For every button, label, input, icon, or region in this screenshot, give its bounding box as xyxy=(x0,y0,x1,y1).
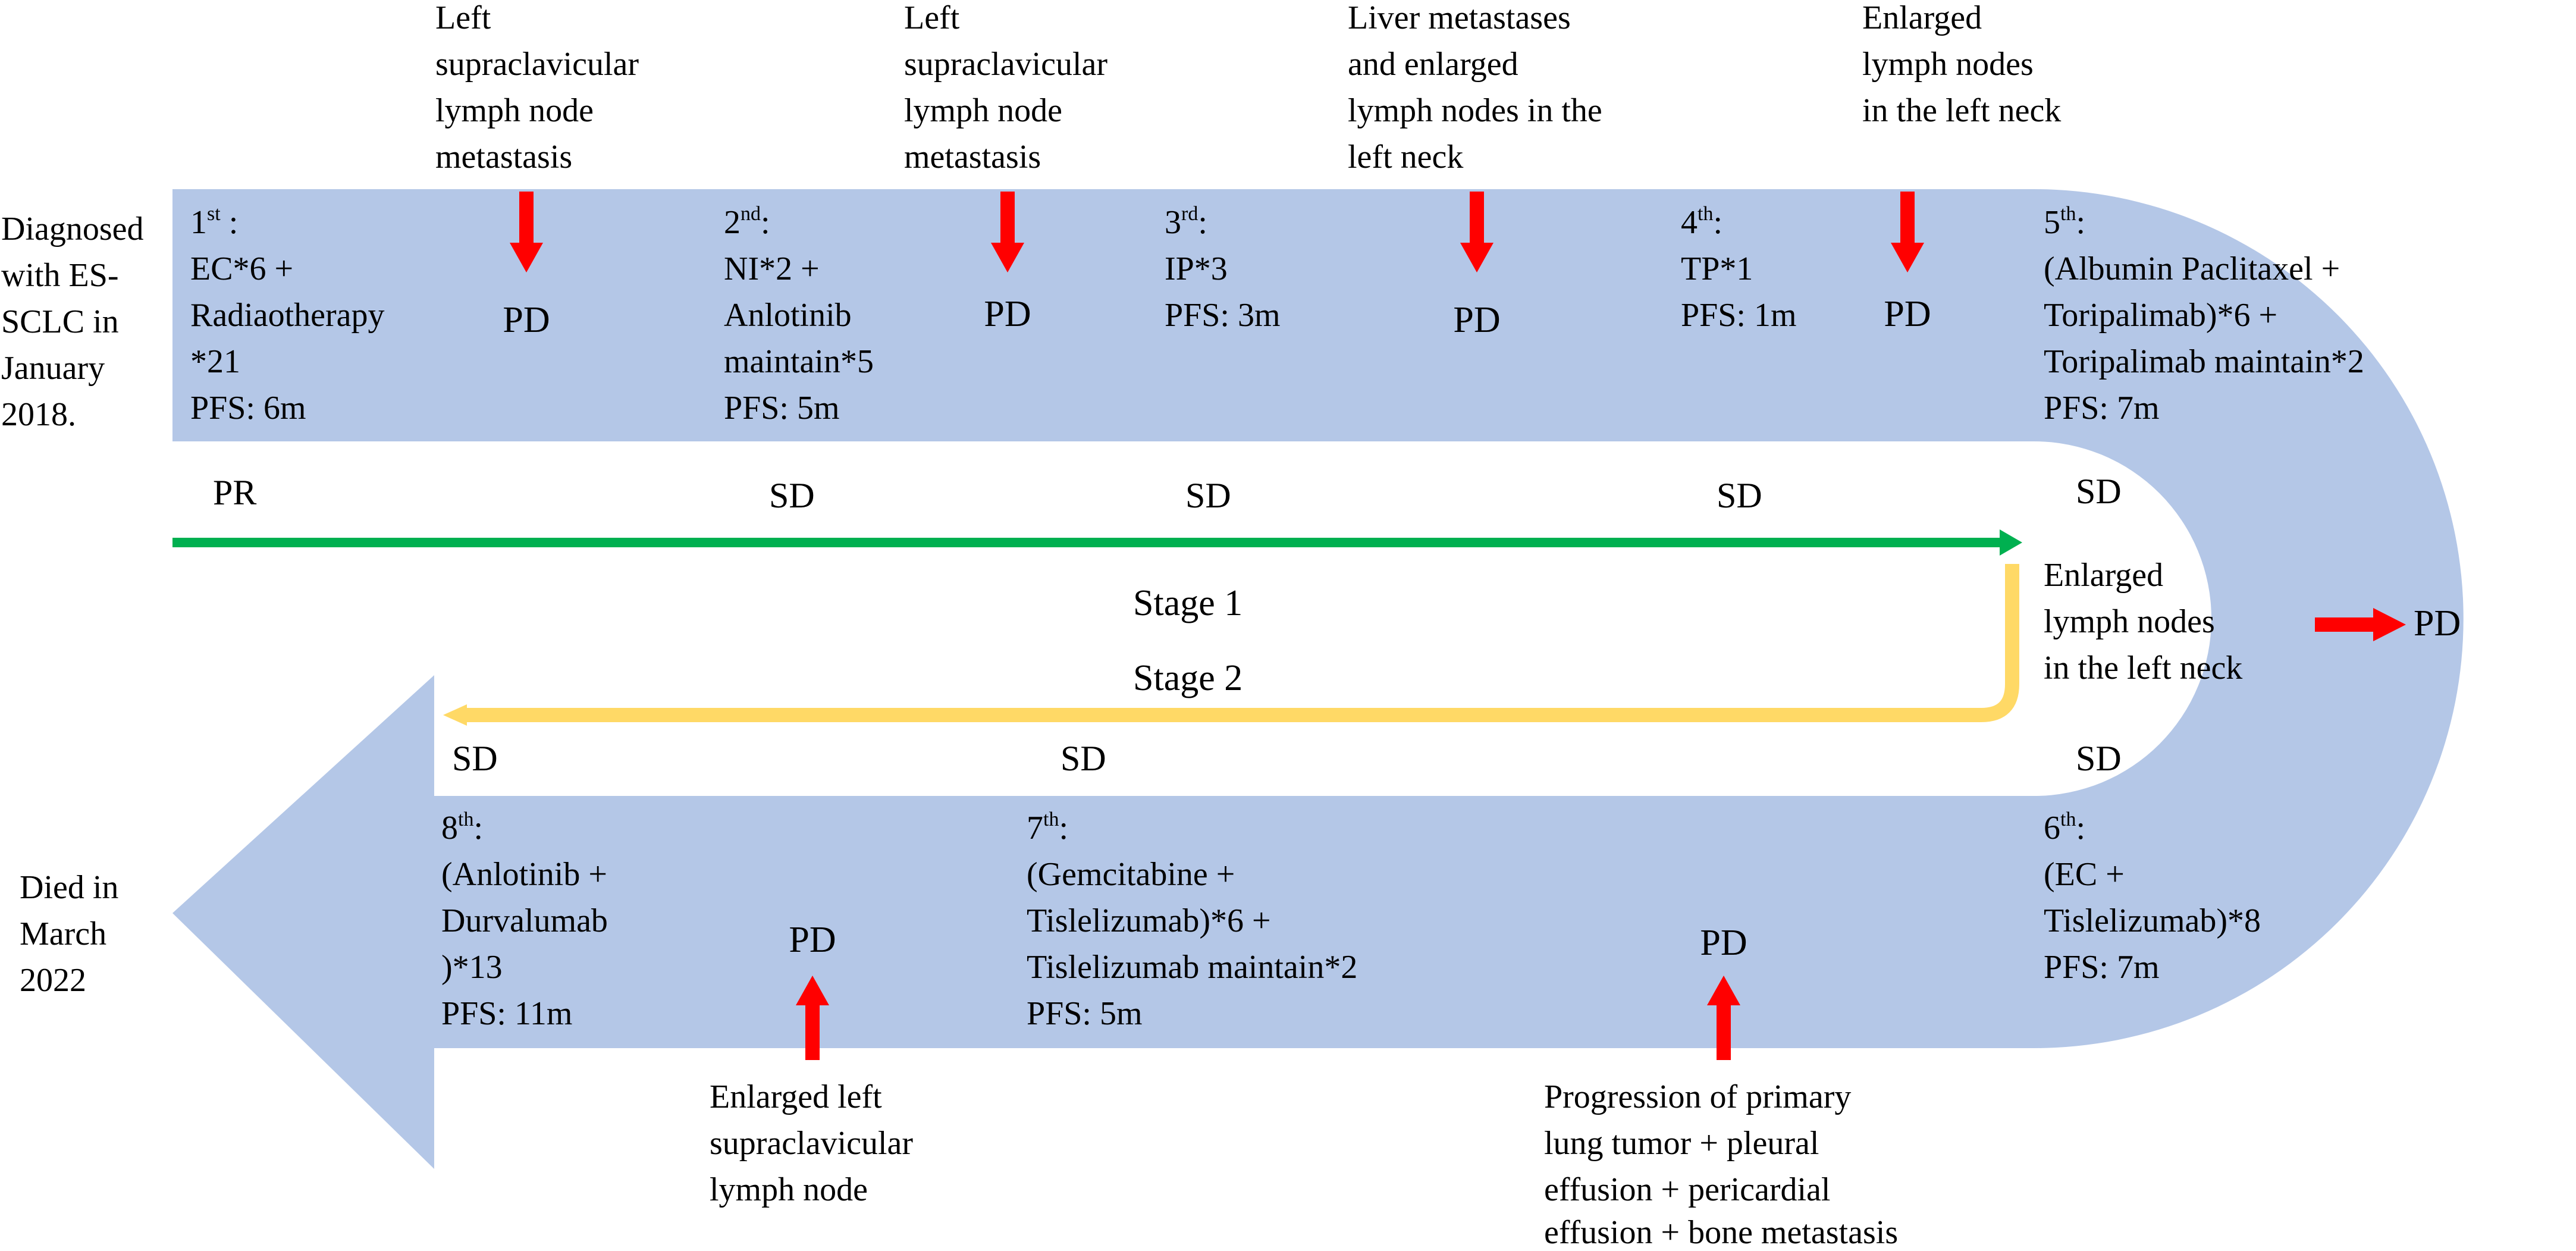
pd-label: PD xyxy=(1884,294,1931,334)
line-heading: 8th: xyxy=(441,808,483,846)
progression-1: Left supraclavicular lymph node metastas… xyxy=(435,0,647,340)
stage2-arrow xyxy=(461,564,2019,722)
start-label-line: 2018. xyxy=(1,396,76,433)
pd-down-arrow xyxy=(1891,192,1924,272)
progression-reason: Enlarged lymph nodes in the left neck xyxy=(2044,557,2242,686)
line-heading: 1st : xyxy=(190,203,238,241)
line-details: IP*3 PFS: 3m xyxy=(1165,250,1281,334)
response-label: SD xyxy=(1185,476,1231,515)
response-label: SD xyxy=(2076,739,2122,778)
line-details: (Gemcitabine + Tislelizumab)*6 + Tisleli… xyxy=(1027,856,1366,1032)
progression-reason: Enlarged left supraclavicular lymph node xyxy=(710,1078,921,1208)
progression-reason: Enlarged lymph nodes in the left neck xyxy=(1862,0,2061,129)
end-label-line: 2022 xyxy=(20,962,86,999)
pd-label: PD xyxy=(503,300,550,340)
pd-right-arrow xyxy=(2315,608,2406,641)
stage-label: Stage 2 xyxy=(1133,658,1242,698)
line-heading: 6th: xyxy=(2044,808,2085,846)
start-label-line: January xyxy=(1,350,105,387)
pd-label: PD xyxy=(789,920,836,960)
treatment-line-1: 1st : EC*6 + Radiaotherapy *21 PFS: 6m xyxy=(190,203,393,427)
progression-reason: Liver metastases and enlarged lymph node… xyxy=(1348,0,1611,175)
line-details: (Anlotinib + Durvalumab )*13 PFS: 11m xyxy=(441,856,616,1032)
pd-label: PD xyxy=(2414,603,2461,644)
stage1-arrowhead xyxy=(2000,529,2022,556)
pd-down-arrow xyxy=(1460,192,1493,272)
end-label: Died in March 2022 xyxy=(20,869,127,999)
progression-3: Liver metastases and enlarged lymph node… xyxy=(1348,0,1611,340)
pd-label: PD xyxy=(984,294,1031,334)
start-label-line: SCLC in xyxy=(1,303,119,340)
progression-4: Enlarged lymph nodes in the left neck PD xyxy=(1862,0,2061,334)
response-label: SD xyxy=(1717,476,1762,515)
pd-up-arrow xyxy=(1707,976,1740,1060)
treatment-band xyxy=(172,189,2464,1169)
response-label: SD xyxy=(769,476,815,515)
line-details: TP*1 PFS: 1m xyxy=(1681,250,1797,334)
treatment-line-3: 3rd: IP*3 PFS: 3m xyxy=(1165,203,1281,334)
progression-2: Left supraclavicular lymph node metastas… xyxy=(904,0,1116,334)
line-details: NI*2 + Anlotinib maintain*5 PFS: 5m xyxy=(724,250,882,427)
response-label: SD xyxy=(452,739,498,778)
progression-6: PD Progression of primary lung tumor + p… xyxy=(1544,923,1898,1251)
pd-label: PD xyxy=(1700,923,1747,963)
treatment-line-7: 7th: (Gemcitabine + Tislelizumab)*6 + Ti… xyxy=(1027,808,1366,1032)
pd-up-arrow xyxy=(796,976,829,1060)
progression-reason: Left supraclavicular lymph node metastas… xyxy=(435,0,647,175)
treatment-line-2: 2nd: NI*2 + Anlotinib maintain*5 PFS: 5m xyxy=(724,203,882,427)
line-details: (EC + Tislelizumab)*8 PFS: 7m xyxy=(2044,856,2269,986)
treatment-line-4: 4th: TP*1 PFS: 1m xyxy=(1681,203,1797,334)
line-heading: 4th: xyxy=(1681,203,1722,241)
start-label-line: with ES- xyxy=(1,257,119,294)
response-label: PR xyxy=(213,473,256,512)
treatment-line-5: 5th: (Albumin Paclitaxel + Toripalimab)*… xyxy=(2044,203,2373,427)
end-label-line: March xyxy=(20,915,106,952)
end-label-line: Died in xyxy=(20,869,118,906)
pd-down-arrow xyxy=(510,192,543,272)
response-label: SD xyxy=(1060,739,1106,778)
pd-down-arrow xyxy=(991,192,1024,272)
treatment-line-8: 8th: (Anlotinib + Durvalumab )*13 PFS: 1… xyxy=(441,808,616,1032)
line-details: (Albumin Paclitaxel + Toripalimab)*6 + T… xyxy=(2044,250,2373,427)
line-details: EC*6 + Radiaotherapy *21 PFS: 6m xyxy=(190,250,393,427)
line-heading: 7th: xyxy=(1027,808,1068,846)
treatment-line-6: 6th: (EC + Tislelizumab)*8 PFS: 7m xyxy=(2044,808,2269,986)
progression-5: Enlarged lymph nodes in the left neck PD xyxy=(2044,557,2461,686)
pd-label: PD xyxy=(1453,300,1500,340)
start-label-line: Diagnosed xyxy=(1,211,144,247)
progression-7: PD Enlarged left supraclavicular lymph n… xyxy=(710,920,921,1208)
line-heading: 3rd: xyxy=(1165,203,1207,241)
progression-reason: Progression of primary lung tumor + pleu… xyxy=(1544,1078,1898,1248)
stage-label: Stage 1 xyxy=(1133,583,1242,623)
stage2-arrowhead xyxy=(443,704,467,726)
line-heading: 2nd: xyxy=(724,203,770,241)
response-label: SD xyxy=(2076,472,2122,511)
line-heading: 5th: xyxy=(2044,203,2085,241)
progression-reason: Left supraclavicular lymph node metastas… xyxy=(904,0,1116,175)
start-label: Diagnosed with ES- SCLC in January 2018. xyxy=(1,211,152,433)
